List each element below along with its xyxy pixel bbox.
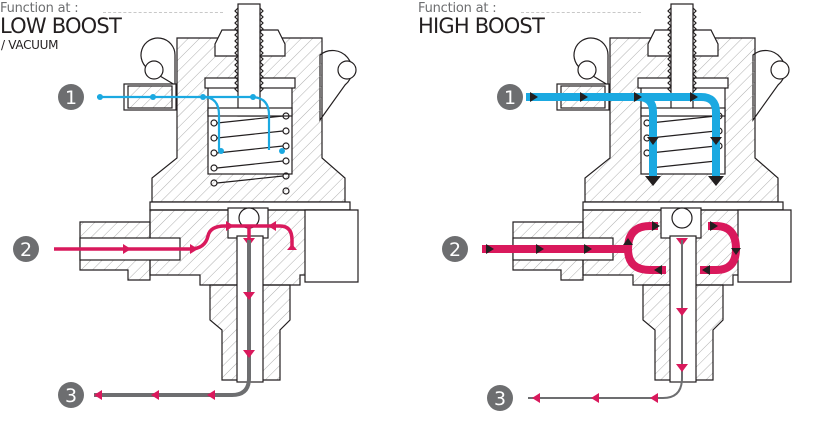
panel-low-boost: 1 2 3 Function at : LOW BOOST / VACUUM [0,1,359,408]
dashed-divider [521,12,641,13]
regulator-diagram-low-boost: 1 2 3 [13,3,359,408]
return-flow-path [94,240,255,400]
badge-1: 1 [497,84,523,110]
fuel-flow-path [482,221,741,275]
regulator-body [512,3,792,383]
function-at-label: Function at : [0,1,79,16]
svg-text:1: 1 [65,87,77,109]
svg-text:2: 2 [449,239,461,261]
svg-text:3: 3 [494,388,506,410]
svg-text:2: 2 [20,239,32,261]
spring [210,112,290,195]
badge-3: 3 [487,385,513,411]
regulator-body [79,3,359,383]
badge-2: 2 [442,236,468,262]
return-flow-path [528,240,688,403]
svg-text:1: 1 [504,87,516,109]
mode-subtitle: / VACUUM [1,38,59,52]
vacuum-flow-path [97,94,285,154]
mode-title: HIGH BOOST [418,14,545,38]
regulator-diagram-high-boost: 1 2 3 [442,3,792,411]
badge-3: 3 [58,382,84,408]
badge-2: 2 [13,236,39,262]
dashed-divider [103,12,223,13]
svg-text:3: 3 [65,385,77,407]
fuel-flow-path [54,221,297,254]
badge-1: 1 [58,84,84,110]
boost-flow-path [526,92,724,186]
function-at-label: Function at : [418,1,497,16]
mode-title: LOW BOOST [0,14,122,38]
panel-high-boost: 1 2 3 Function at : HIGH BOOST [418,0,836,427]
